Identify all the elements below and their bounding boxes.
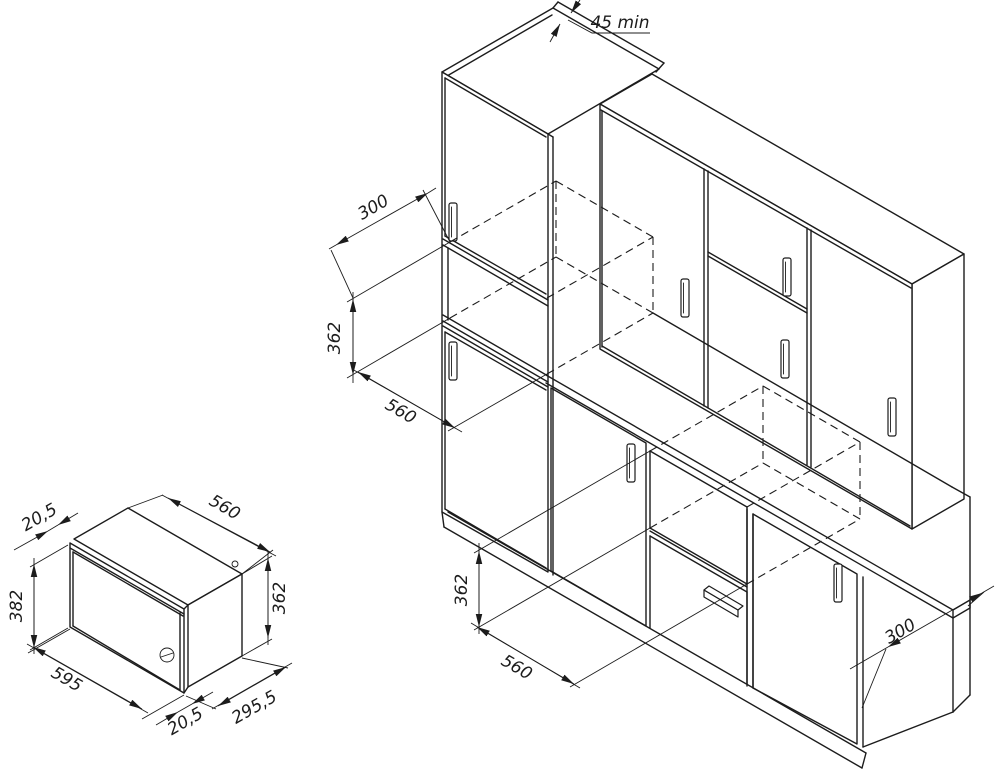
drawer-handle [703,585,744,618]
dim-label-front-height: 382 [7,590,27,622]
door-knob [159,647,175,663]
dim-label-frame-overhang-bottom: 20,5 [164,704,207,740]
base-door [550,387,647,627]
dim-label-appliance-depth: 560 [205,491,243,525]
dim-frame-overhang-bottom: 20,5 [155,691,214,740]
rear-fixing-stud [231,560,239,568]
wall-door-handle [887,397,897,437]
upper-niche-dashed [449,180,654,375]
wall-cabinets [599,73,965,530]
wall-door-handle [780,339,790,379]
base-cabinets [443,374,971,769]
worktop-rear-edge [652,312,953,488]
dim-label-upper-niche-depth: 300 [354,191,392,225]
dim-label-lower-niche-depth: 300 [881,615,919,649]
dim-front-height: 382 [7,544,69,654]
dim-upper-niche-depth: 300 [328,187,451,299]
dim-lower-niche-height: 362 [452,450,651,634]
dim-label-upper-niche-height: 362 [325,322,345,354]
dim-upper-niche-height: 362 [325,241,451,383]
base-door [752,513,864,748]
microwave-unit [69,507,243,694]
dim-vent-gap: 45 min [549,0,650,43]
dim-label-lower-niche-height: 362 [452,574,472,606]
dim-label-frame-overhang-top: 20,5 [18,500,61,536]
dim-label-body-depth: 295,5 [228,687,280,729]
dim-lower-niche-depth: 300 [849,585,995,709]
dim-frame-overhang-top: 20,5 [13,500,79,551]
lower-niche-dashed [649,385,861,585]
dim-label-vent-gap: 45 min [590,13,649,33]
dim-label-lower-niche-width: 560 [497,651,535,685]
wall-door-handle [782,257,792,297]
dim-label-upper-niche-width: 560 [381,395,419,429]
dim-body-height: 362 [241,551,290,657]
dim-lower-niche-width: 560 [470,583,748,689]
tall-cabinet [441,1,665,576]
plinth [443,511,867,769]
dim-label-front-width: 595 [47,663,85,697]
drawer-front [649,530,748,685]
base-right-end-panel [862,599,971,748]
dim-label-body-height: 362 [270,582,290,614]
tall-cabinet-upper-door [444,77,547,295]
wall-door-handle [680,278,690,318]
